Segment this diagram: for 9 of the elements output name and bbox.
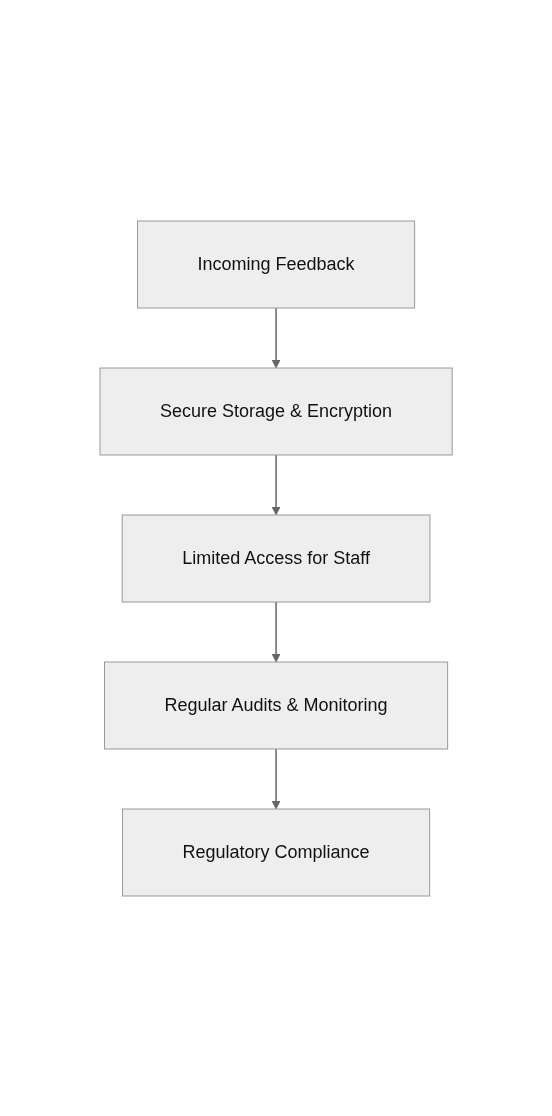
arrow bbox=[271, 600, 281, 662]
node-box: Regulatory Compliance bbox=[121, 808, 431, 896]
node-box: Limited Access for Staff bbox=[121, 514, 431, 602]
node-box: Secure Storage & Encryption bbox=[99, 367, 453, 455]
arrow bbox=[271, 747, 281, 809]
node-box: Incoming Feedback bbox=[136, 220, 416, 308]
node-box: Regular Audits & Monitoring bbox=[103, 661, 449, 749]
arrow bbox=[271, 306, 281, 368]
arrow bbox=[271, 453, 281, 515]
